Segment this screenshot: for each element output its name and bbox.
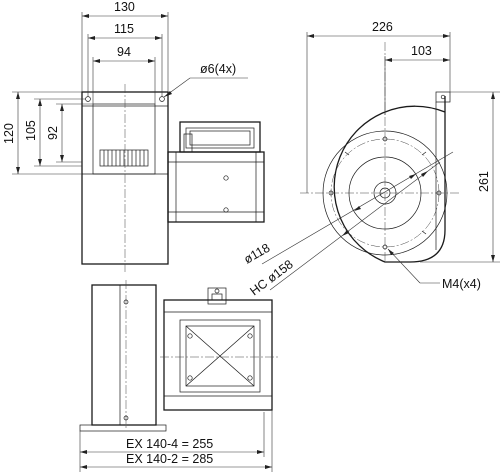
top-view (79, 280, 280, 432)
front-dimensions: 130 115 94 120 105 92 (2, 0, 248, 175)
top-dimensions: EX 140-4 = 255 EX 140-2 = 285 (79, 410, 273, 472)
screw-icon (123, 299, 129, 305)
dim-thread: M4(x4) (442, 277, 481, 291)
dim-front-width: 130 (114, 0, 135, 14)
front-view (81, 84, 265, 272)
mount-hole-icon (159, 96, 165, 102)
screw-icon (223, 175, 229, 181)
side-dimensions: 226 103 261 ø118 HC ø158 M4(x4) (242, 20, 500, 298)
side-view (300, 42, 460, 263)
dim-front-inlet-width: 94 (117, 45, 131, 59)
dim-front-hole-spacing: 115 (114, 22, 134, 36)
dim-length-ex140-4: EX 140-4 = 255 (126, 437, 213, 451)
dim-length-ex140-2: EX 140-2 = 285 (126, 452, 213, 466)
dim-front-height: 120 (2, 123, 16, 144)
screw-icon (247, 333, 253, 339)
mount-hole-icon (85, 96, 91, 102)
screw-icon (187, 333, 193, 339)
screw-icon (123, 415, 129, 421)
dim-front-inlet-height: 92 (46, 126, 60, 140)
dim-mount-hole: ø6(4x) (200, 62, 236, 76)
dim-side-width: 226 (372, 20, 393, 34)
front-terminal-box (179, 121, 261, 153)
dim-front-hole-height: 105 (24, 120, 38, 141)
mount-hole-icon (440, 94, 446, 100)
dim-side-height: 261 (477, 171, 491, 192)
front-motor-body (167, 151, 265, 223)
dim-hole-circle: HC ø158 (247, 257, 295, 298)
top-flange (79, 424, 167, 432)
screw-icon (187, 375, 193, 381)
dim-impeller-dia: ø118 (242, 241, 273, 267)
outlet-flange (435, 91, 451, 103)
front-impeller-blades (103, 150, 145, 166)
top-housing (91, 284, 157, 426)
cable-gland (207, 287, 227, 305)
screw-icon (223, 207, 229, 213)
scroll-housing (333, 96, 446, 263)
screw-icon (247, 375, 253, 381)
dim-side-offset: 103 (411, 44, 432, 58)
top-terminal-box (179, 319, 261, 393)
